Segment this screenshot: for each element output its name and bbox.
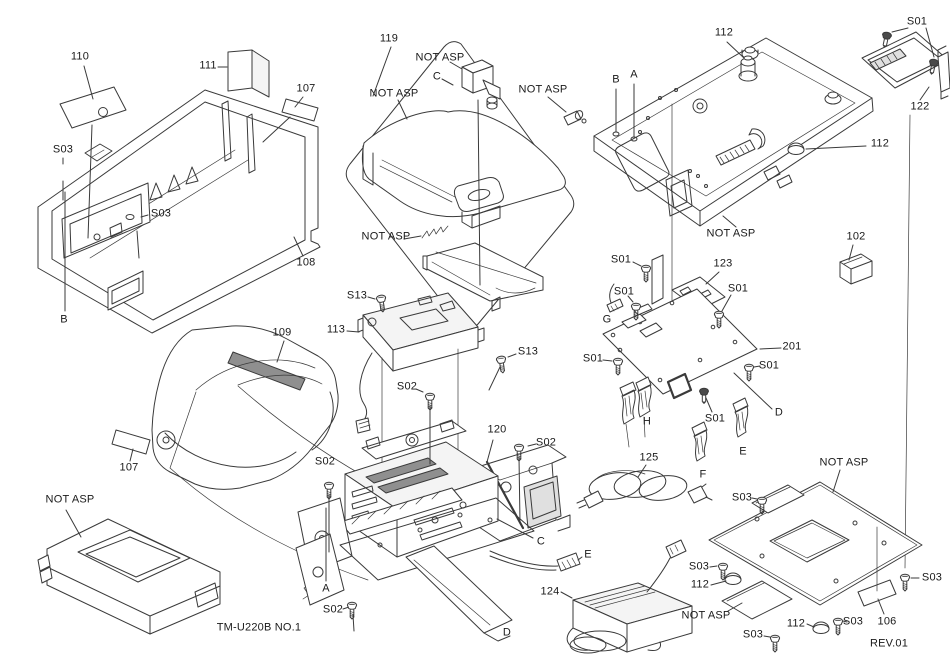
cover-part-102 [839,244,873,285]
label-strip-107-top [262,96,319,143]
power-supply-124 [560,539,693,654]
upper-case-part [37,89,321,334]
leader-lines-upper-left [62,157,304,312]
label-strip-107-left [111,429,151,462]
print-head-unit-113 [346,292,517,497]
base-plate-part [593,37,911,569]
ac-cable-125 [576,464,713,509]
cover-assembly-119 [345,41,587,330]
print-mechanism-120 [295,388,583,642]
sheet-111 [217,49,270,98]
interface-card-122 [861,27,950,101]
main-board-assembly [602,254,782,462]
roll-paper-cover-109 [151,325,421,581]
sticker-110 [59,65,127,239]
bottom-cover-part [708,469,923,653]
ribbon-cassette-part [37,509,221,635]
